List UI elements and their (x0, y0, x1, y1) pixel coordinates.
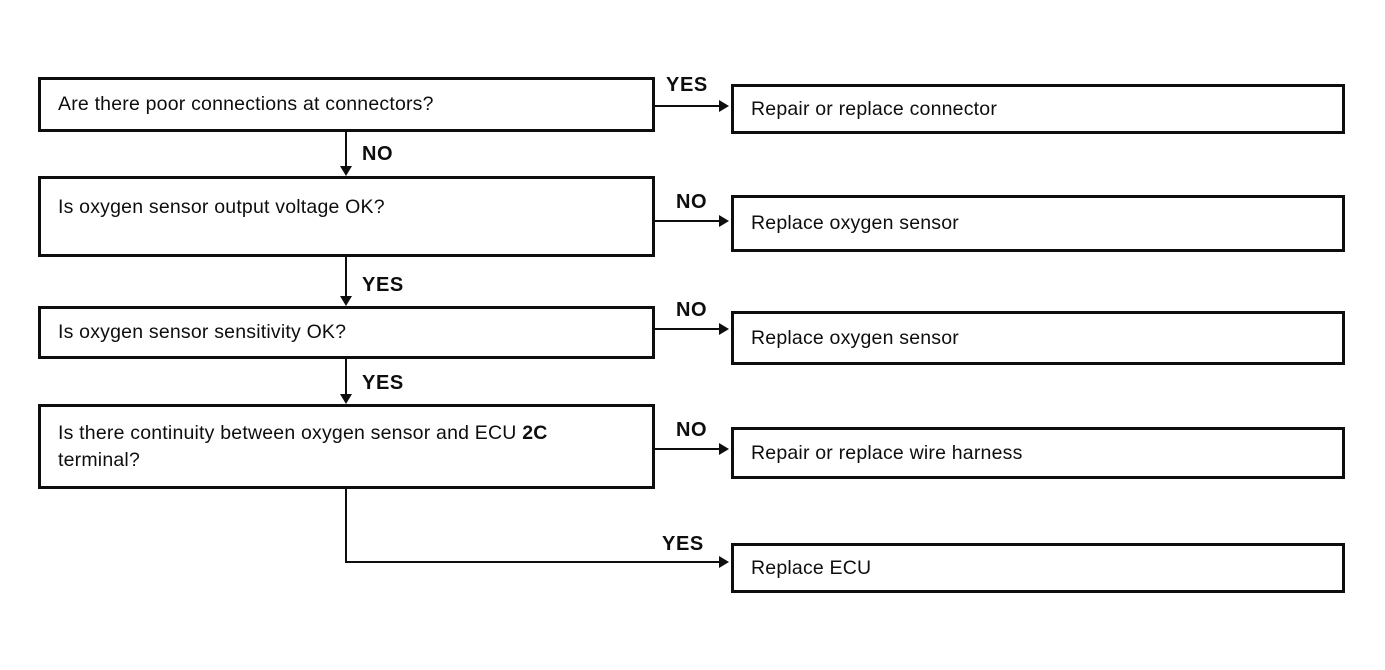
question-text: Is oxygen sensor sensitivity OK? (58, 321, 347, 343)
question-box-continuity: Is there continuity between oxygen senso… (38, 404, 655, 489)
action-text: Replace oxygen sensor (751, 212, 959, 234)
connector-q3-a3-line (655, 328, 721, 330)
question-text: Are there poor connections at connectors… (58, 93, 434, 115)
question-text-suffix: terminal? (58, 449, 140, 471)
connector-q4-a5-vertical-line (345, 489, 347, 563)
action-text: Repair or replace connector (751, 97, 998, 120)
connector-q4-a4-line (652, 448, 721, 450)
question-box-output-voltage: Is oxygen sensor output voltage OK? (38, 176, 655, 257)
action-box-repair-connector: Repair or replace connector (731, 84, 1345, 134)
action-text: Repair or replace wire harness (751, 441, 1023, 464)
branch-label-q4-yes: YES (662, 533, 704, 555)
arrow-right-icon (719, 443, 729, 455)
arrow-down-icon (340, 394, 352, 404)
branch-label-q3-no: NO (676, 299, 708, 321)
branch-label-q2-no: NO (676, 191, 708, 213)
action-text: Replace ECU (751, 556, 872, 579)
branch-label-q2-yes: YES (362, 274, 404, 296)
connector-q1-q2-line (345, 131, 347, 168)
action-box-replace-ecu: Replace ECU (731, 543, 1345, 593)
action-box-replace-oxygen-sensor-2: Replace oxygen sensor (731, 311, 1345, 365)
branch-label-q3-yes: YES (362, 372, 404, 394)
arrow-right-icon (719, 215, 729, 227)
connector-q2-q3-line (345, 257, 347, 298)
arrow-right-icon (719, 556, 729, 568)
arrow-down-icon (340, 296, 352, 306)
question-box-poor-connections: Are there poor connections at connectors… (38, 77, 655, 132)
branch-label-q1-yes: YES (666, 74, 708, 96)
action-box-replace-oxygen-sensor-1: Replace oxygen sensor (731, 195, 1345, 252)
action-box-repair-wire-harness: Repair or replace wire harness (731, 427, 1345, 479)
action-text: Replace oxygen sensor (751, 326, 959, 349)
arrow-down-icon (340, 166, 352, 176)
connector-q4-a5-horizontal-line (345, 561, 720, 563)
connector-q3-q4-line (345, 359, 347, 396)
branch-label-q1-no: NO (362, 143, 394, 165)
question-box-sensitivity: Is oxygen sensor sensitivity OK? (38, 306, 655, 359)
arrow-right-icon (719, 100, 729, 112)
branch-label-q4-no: NO (676, 419, 708, 441)
question-text-terminal-id: 2C (522, 422, 548, 444)
connector-q2-a2-line (655, 220, 721, 222)
arrow-right-icon (719, 323, 729, 335)
question-text-prefix: Is there continuity between oxygen senso… (58, 422, 523, 444)
question-text: Is oxygen sensor output voltage OK? (58, 196, 385, 218)
connector-q1-a1-line (655, 105, 721, 107)
